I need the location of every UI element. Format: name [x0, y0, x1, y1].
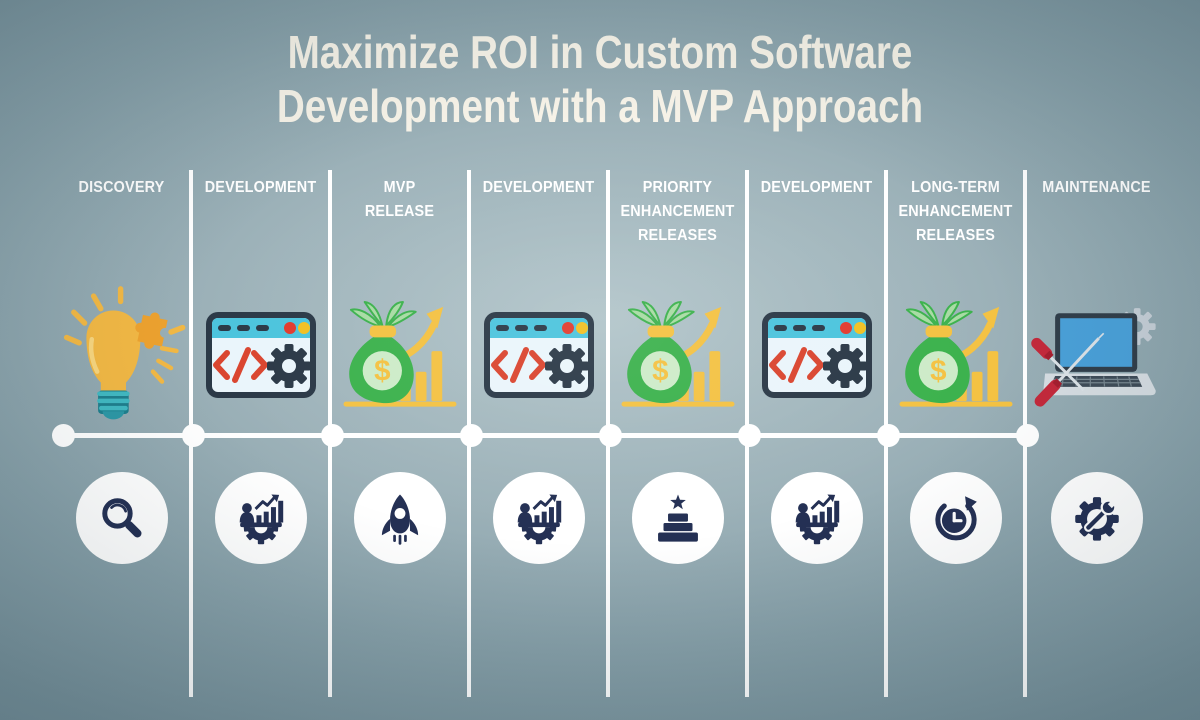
phase-illustration — [471, 270, 606, 440]
phase-label: MAINTENANCE — [1042, 179, 1151, 196]
phase-column-mvp-release: MVP RELEASE — [332, 170, 471, 697]
phase-illustration — [749, 270, 884, 440]
team-growth-gear-icon — [232, 489, 290, 547]
phase-badge-development-1 — [214, 472, 307, 564]
phase-label: DEVELOPMENT — [482, 179, 595, 196]
laptop-repair-icon — [1030, 307, 1156, 407]
page-title: Maximize ROI in Custom Software Developm… — [96, 26, 1104, 134]
money-bag-growth-icon — [897, 300, 1015, 410]
phase-columns: DISCOVERY — [54, 170, 1166, 697]
timeline-dot — [181, 424, 205, 447]
money-bag-growth-icon — [341, 300, 459, 410]
phase-illustration — [1027, 270, 1166, 440]
phase-badge-development-3 — [770, 472, 863, 564]
phase-badge-longterm-enhancement — [909, 472, 1002, 564]
phase-badge-development-2 — [492, 472, 585, 564]
timeline-dot — [876, 424, 900, 447]
phase-label: DEVELOPMENT — [760, 179, 873, 196]
magnifier-icon — [101, 498, 141, 538]
phase-label: DEVELOPMENT — [204, 179, 317, 196]
timeline-dot — [51, 424, 75, 447]
phase-badge-mvp-release — [353, 472, 446, 564]
phase-badge-priority-enhancement — [631, 472, 724, 564]
timeline-dot — [1015, 424, 1039, 447]
phase-badge-discovery — [75, 472, 168, 564]
phase-label: MVP RELEASE — [364, 179, 435, 220]
timeline-line — [60, 433, 1029, 438]
team-growth-gear-icon — [788, 489, 846, 547]
phase-illustration — [193, 270, 328, 440]
phase-label: LONG-TERM ENHANCEMENT RELEASES — [898, 179, 1013, 244]
phase-illustration — [54, 270, 189, 440]
page-title-line2: Development with a MVP Approach — [276, 79, 924, 132]
phase-column-discovery: DISCOVERY — [54, 170, 193, 697]
phase-label: DISCOVERY — [78, 179, 165, 196]
phase-column-maintenance: MAINTENANCE — [1027, 170, 1166, 697]
phase-illustration — [888, 270, 1023, 440]
star-podium-icon — [657, 494, 698, 542]
browser-code-gear-icon — [757, 305, 877, 405]
timeline-dot — [459, 424, 483, 447]
team-growth-gear-icon — [510, 489, 568, 547]
browser-code-gear-icon — [479, 305, 599, 405]
timeline-dot — [598, 424, 622, 447]
money-bag-growth-icon — [619, 300, 737, 410]
phase-badge-maintenance — [1050, 472, 1143, 564]
timeline-dot — [320, 424, 344, 447]
phase-illustration — [332, 270, 467, 440]
page-title-line1: Maximize ROI in Custom Software — [287, 26, 913, 78]
phase-label: PRIORITY ENHANCEMENT RELEASES — [620, 179, 735, 244]
browser-code-gear-icon — [201, 305, 321, 405]
gear-wrench-icon — [1074, 497, 1119, 541]
rocket-icon — [381, 494, 418, 545]
idea-lightbulb-puzzle-icon — [63, 286, 186, 420]
phase-illustration — [610, 270, 745, 440]
timeline-dot — [737, 424, 761, 447]
clock-refresh-icon — [934, 496, 977, 541]
